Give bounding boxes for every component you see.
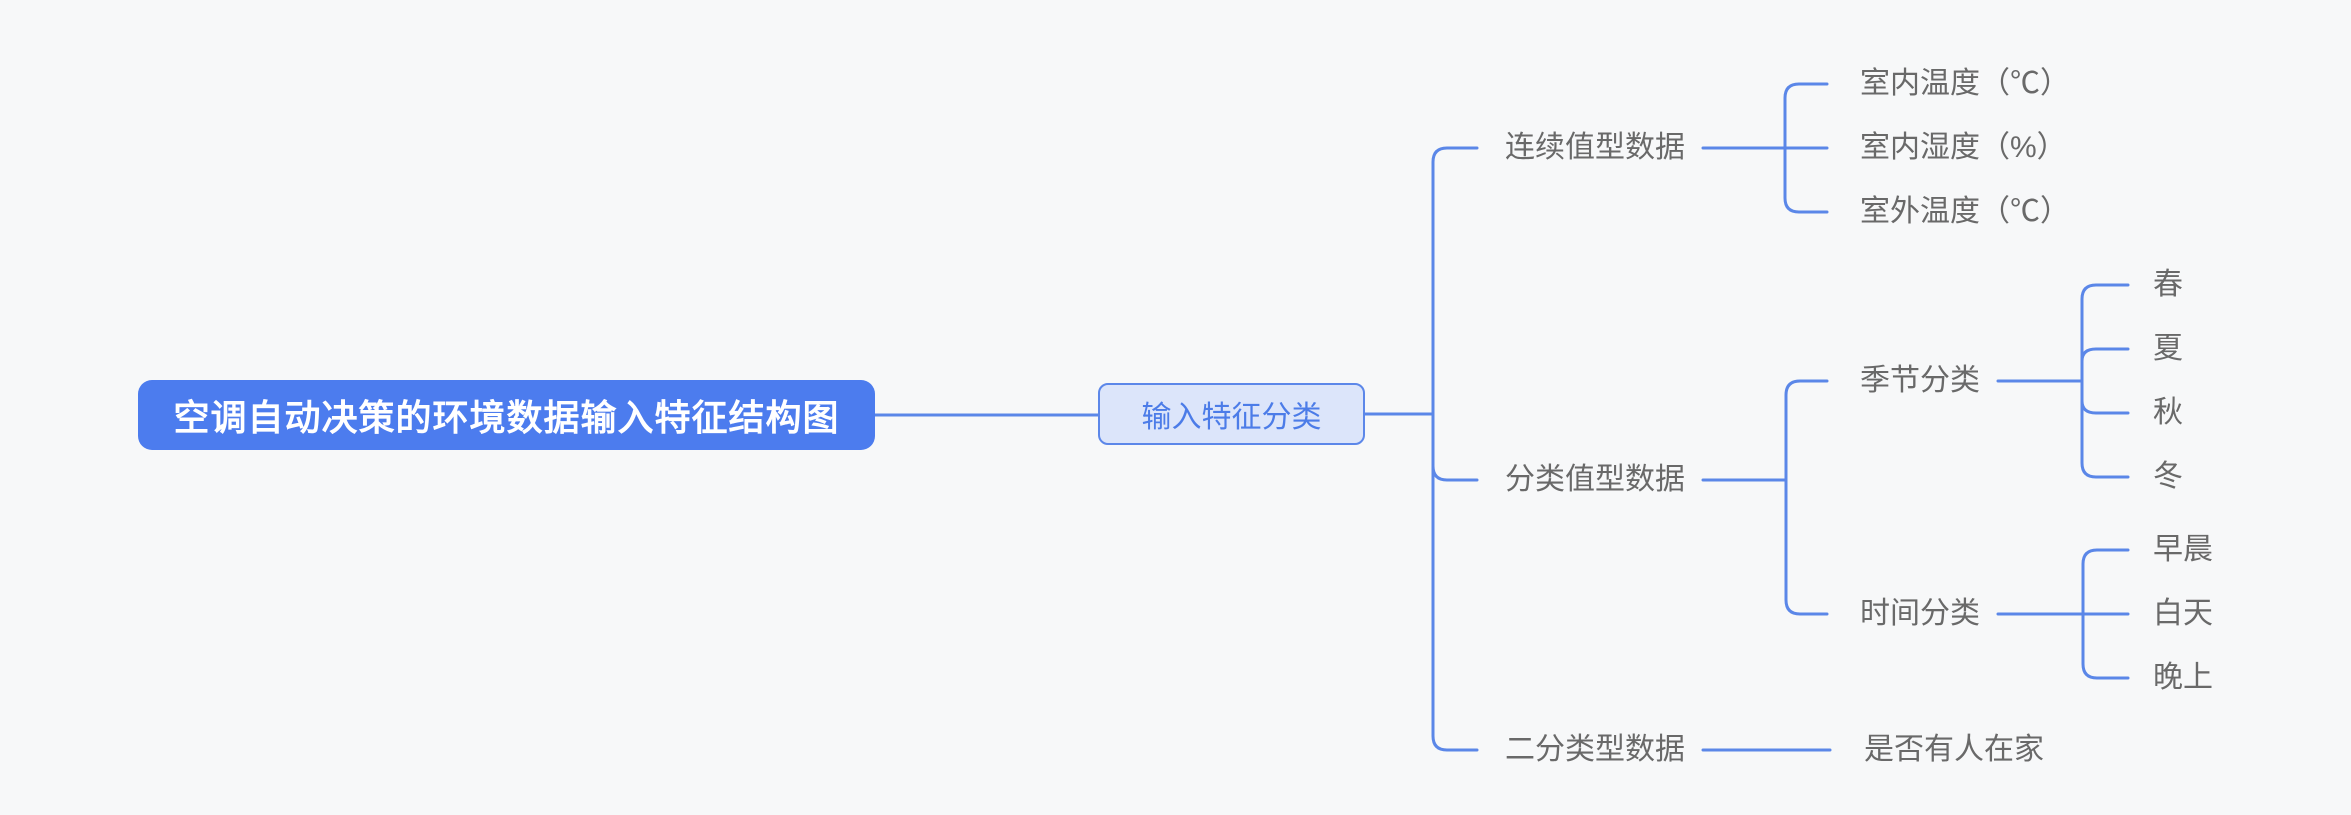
leaf-someone-home[interactable]: 是否有人在家 [1864,733,2044,766]
connector [1783,82,1829,214]
leaf-autumn[interactable]: 秋 [2153,396,2183,429]
leaf-evening[interactable]: 晚上 [2153,661,2213,694]
connector [2081,548,2130,680]
connector [1431,146,1479,752]
connector [1784,379,1829,616]
leaf-summer[interactable]: 夏 [2153,332,2183,365]
leaf-indoor-temperature[interactable]: 室内温度（℃） [1860,67,2070,100]
leaf-indoor-humidity[interactable]: 室内湿度（%） [1860,131,2067,164]
node-input-feature-category[interactable]: 输入特征分类 [1098,383,1365,445]
connector [2080,347,2130,363]
node-continuous-data[interactable]: 连续值型数据 [1505,131,1685,164]
node-binary-data[interactable]: 二分类型数据 [1505,733,1685,766]
root-node[interactable]: 空调自动决策的环境数据输入特征结构图 [138,380,875,450]
leaf-morning[interactable]: 早晨 [2153,533,2213,566]
leaf-daytime[interactable]: 白天 [2153,597,2213,630]
node-time-category[interactable]: 时间分类 [1860,597,1980,630]
node-season-category[interactable]: 季节分类 [1860,364,1980,397]
leaf-outdoor-temperature[interactable]: 室外温度（℃） [1860,195,2070,228]
connector [1431,464,1479,482]
connector [2080,399,2130,415]
leaf-winter[interactable]: 冬 [2153,460,2183,493]
connector [2080,283,2130,479]
node-categorical-data[interactable]: 分类值型数据 [1505,463,1685,496]
leaf-spring[interactable]: 春 [2153,268,2183,301]
